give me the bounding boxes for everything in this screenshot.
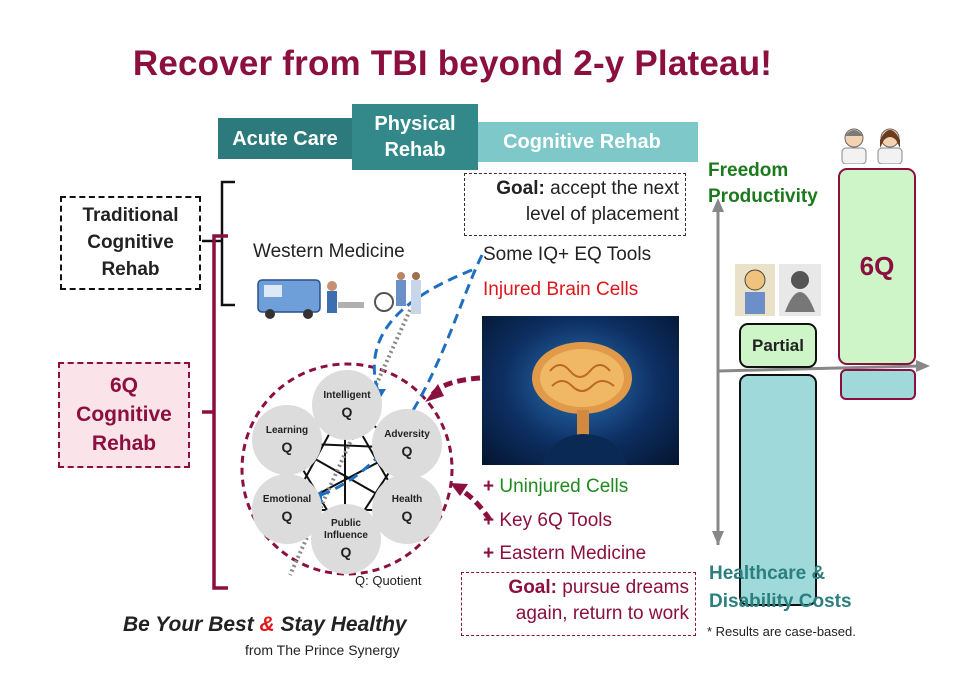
goal-bottom-box: Goal: pursue dreams again, return to wor… bbox=[461, 572, 696, 636]
phase-cognitive-rehab: Cognitive Rehab bbox=[466, 122, 698, 162]
costs-line2: Disability Costs bbox=[709, 591, 852, 612]
phase-physical-line2: Rehab bbox=[384, 139, 446, 161]
x-axis bbox=[717, 364, 921, 373]
goal-bottom-line2: again, return to work bbox=[515, 603, 689, 624]
costs-line1: Healthcare & bbox=[709, 563, 826, 584]
quotient-q: Q bbox=[340, 544, 352, 560]
slogan: Be Your Best & Stay Healthy bbox=[123, 613, 407, 637]
sixq-rehab-box: 6Q Cognitive Rehab bbox=[58, 362, 190, 468]
addition-plus: + bbox=[483, 476, 500, 497]
western-medicine-label: Western Medicine bbox=[253, 241, 405, 262]
medical-scene-illustration bbox=[257, 272, 421, 319]
quotient-health: Health Q bbox=[372, 474, 442, 544]
bar-partial-productivity: Partial bbox=[739, 323, 817, 368]
traditional-line1: Traditional bbox=[82, 205, 179, 226]
traditional-brace bbox=[220, 180, 235, 307]
iq-eq-tools-label: Some IQ+ EQ Tools bbox=[483, 244, 652, 265]
addition-plus: + bbox=[483, 510, 500, 531]
bar-6q-productivity: 6Q bbox=[838, 168, 916, 365]
addition-text: Eastern Medicine bbox=[499, 543, 647, 564]
quotient-adversity: Adversity Q bbox=[372, 409, 442, 479]
quotient-name: Emotional bbox=[262, 494, 312, 505]
phase-physical-line1: Physical bbox=[374, 113, 456, 135]
addition-plus: + bbox=[483, 543, 500, 564]
costs-label: Healthcare & Disability Costs bbox=[709, 560, 852, 616]
quotient-q: Q bbox=[401, 443, 413, 459]
slogan-part1: Be Your Best bbox=[123, 613, 260, 636]
quotient-q: Q bbox=[281, 439, 293, 455]
goal-bottom-label: Goal: bbox=[508, 577, 557, 598]
y-axis-down-arrow bbox=[712, 531, 724, 545]
goal-top-label: Goal: bbox=[496, 178, 545, 199]
addition-text: Uninjured Cells bbox=[499, 476, 629, 497]
goal-bottom-line1: pursue dreams bbox=[556, 577, 689, 598]
sixq-line1: 6Q bbox=[109, 374, 138, 397]
bar-6q-label: 6Q bbox=[859, 251, 895, 281]
x-axis-arrow bbox=[916, 360, 930, 372]
quotient-q: Q bbox=[401, 508, 413, 524]
addition-text: Key 6Q Tools bbox=[499, 510, 613, 531]
brain-icon bbox=[532, 342, 632, 465]
dotted-slash bbox=[288, 309, 412, 576]
freedom-label: Freedom bbox=[708, 160, 789, 181]
q-note: Q: Quotient bbox=[355, 573, 422, 588]
goal-top-line2: level of placement bbox=[525, 204, 679, 225]
goal-top-box: Goal: accept the next level of placement bbox=[464, 173, 686, 236]
slogan-part2: Stay Healthy bbox=[274, 613, 407, 636]
freedom-productivity-label: Freedom Productivity bbox=[708, 158, 818, 210]
doctors-icon bbox=[841, 128, 903, 164]
addition-key-tools: + Key 6Q Tools bbox=[483, 510, 612, 532]
sixq-line2: Cognitive bbox=[76, 403, 172, 426]
quotient-learning: Learning Q bbox=[252, 405, 322, 475]
traditional-rehab-box: Traditional Cognitive Rehab bbox=[60, 196, 201, 290]
quotient-q: Q bbox=[341, 404, 353, 420]
quotient-public-influence: Public Influence Q bbox=[311, 504, 381, 574]
traditional-line2: Cognitive bbox=[87, 232, 174, 253]
slogan-amp: & bbox=[259, 613, 275, 636]
results-note: * Results are case-based. bbox=[707, 624, 856, 639]
quotient-emotional: Emotional Q bbox=[252, 474, 322, 544]
struggling-people-icon bbox=[735, 264, 821, 316]
sixq-dashed-circle bbox=[240, 362, 454, 576]
injured-cells-label: Injured Brain Cells bbox=[483, 279, 639, 300]
phase-physical-rehab: Physical Rehab bbox=[352, 104, 478, 170]
quotient-intelligent: Intelligent Q bbox=[312, 370, 382, 440]
phase-acute-label: Acute Care bbox=[232, 127, 338, 150]
bar-6q-costs bbox=[840, 369, 916, 400]
sixq-line3: Rehab bbox=[91, 432, 157, 455]
addition-uninjured: + Uninjured Cells bbox=[483, 476, 628, 498]
y-axis-up-arrow bbox=[712, 198, 724, 212]
addition-eastern-medicine: + Eastern Medicine bbox=[483, 543, 646, 565]
quotient-q: Q bbox=[281, 508, 293, 524]
goal-top-line1: accept the next bbox=[544, 178, 679, 199]
phase-cognitive-label: Cognitive Rehab bbox=[503, 131, 661, 153]
productivity-label: Productivity bbox=[708, 186, 818, 207]
page-title: Recover from TBI beyond 2-y Plateau! bbox=[132, 44, 773, 83]
brain-image bbox=[482, 316, 679, 465]
bar-partial-label: Partial bbox=[752, 335, 804, 355]
quotient-name: Public Influence bbox=[324, 518, 368, 541]
bar-partial-costs bbox=[739, 374, 817, 606]
traditional-line3: Rehab bbox=[101, 259, 160, 280]
quotient-name: Adversity bbox=[384, 429, 430, 440]
quotient-name: Intelligent bbox=[323, 390, 371, 401]
phase-acute-care: Acute Care bbox=[218, 118, 352, 159]
blue-arrow-emotional bbox=[317, 254, 484, 498]
blue-arrow-intelligent bbox=[372, 268, 473, 393]
quotient-name: Health bbox=[391, 494, 423, 505]
quotient-name: Learning bbox=[265, 425, 309, 436]
source-credit: from The Prince Synergy bbox=[245, 642, 400, 658]
